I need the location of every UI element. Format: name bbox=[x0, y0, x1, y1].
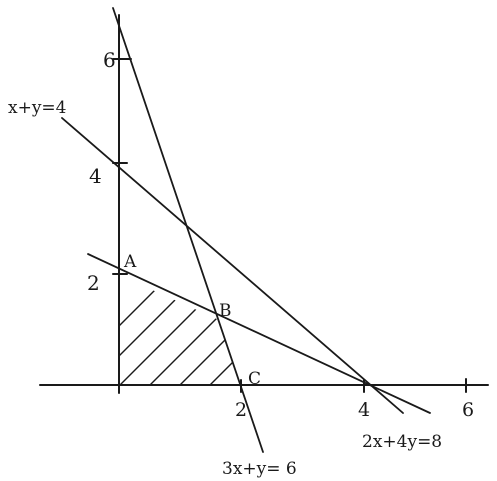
x-tick-label-6: 6 bbox=[462, 399, 474, 421]
y-tick-label-6: 6 bbox=[103, 48, 116, 72]
x-tick-label-2: 2 bbox=[235, 399, 247, 421]
y-tick-label-4: 4 bbox=[89, 164, 102, 188]
x-tick-label-4: 4 bbox=[358, 399, 370, 421]
point-label-a: A bbox=[123, 252, 137, 272]
label-2x-plus-4y-8: 2x+4y=8 bbox=[362, 432, 442, 452]
feasible-region-hatch bbox=[119, 275, 241, 385]
label-x-plus-y-4: x+y=4 bbox=[8, 98, 67, 118]
line-x-plus-y-4 bbox=[61, 117, 404, 414]
line-3x-plus-y-6 bbox=[112, 7, 264, 453]
line-2x-plus-4y-8 bbox=[87, 253, 431, 414]
label-3x-plus-y-6: 3x+y= 6 bbox=[222, 459, 297, 479]
point-label-c: C bbox=[248, 369, 261, 389]
point-label-b: B bbox=[219, 301, 232, 321]
y-tick-label-2: 2 bbox=[87, 271, 100, 295]
